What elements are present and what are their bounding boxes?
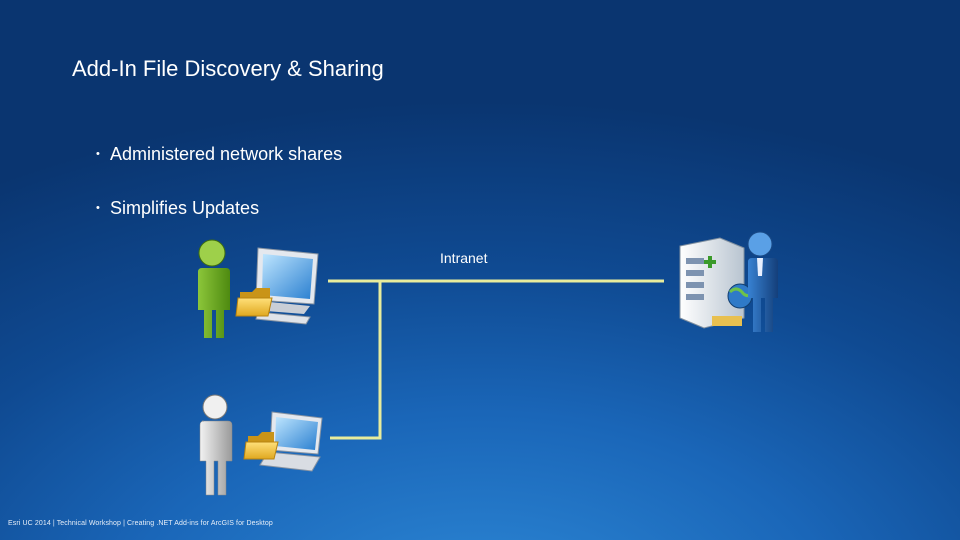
user-gray-icon: [199, 394, 233, 496]
user-green-icon: [198, 239, 230, 338]
folder-icon: [235, 288, 273, 317]
bullet-list: • Administered network shares • Simplifies…: [96, 144, 342, 252]
admin-user-icon: [746, 231, 778, 332]
connector-lines: [328, 279, 664, 440]
slide-title: Add-In File Discovery & Sharing: [72, 56, 384, 81]
slide-footer: Esri UC 2014 | Technical Workshop | Crea…: [8, 520, 273, 527]
laptop-icon: [259, 411, 323, 472]
bullet-dot: •: [96, 148, 100, 160]
desktop-computer-icon: [255, 247, 319, 325]
intranet-label: Intranet: [440, 250, 488, 266]
server-icon: [679, 237, 745, 329]
bullet-item: • Administered network shares: [96, 144, 342, 198]
bullet-item: • Simplifies Updates: [96, 198, 342, 252]
bullet-text: Simplifies Updates: [110, 198, 260, 218]
folder-icon: [243, 432, 279, 460]
bullet-dot: •: [96, 202, 100, 214]
bullet-text: Administered network shares: [110, 144, 343, 164]
